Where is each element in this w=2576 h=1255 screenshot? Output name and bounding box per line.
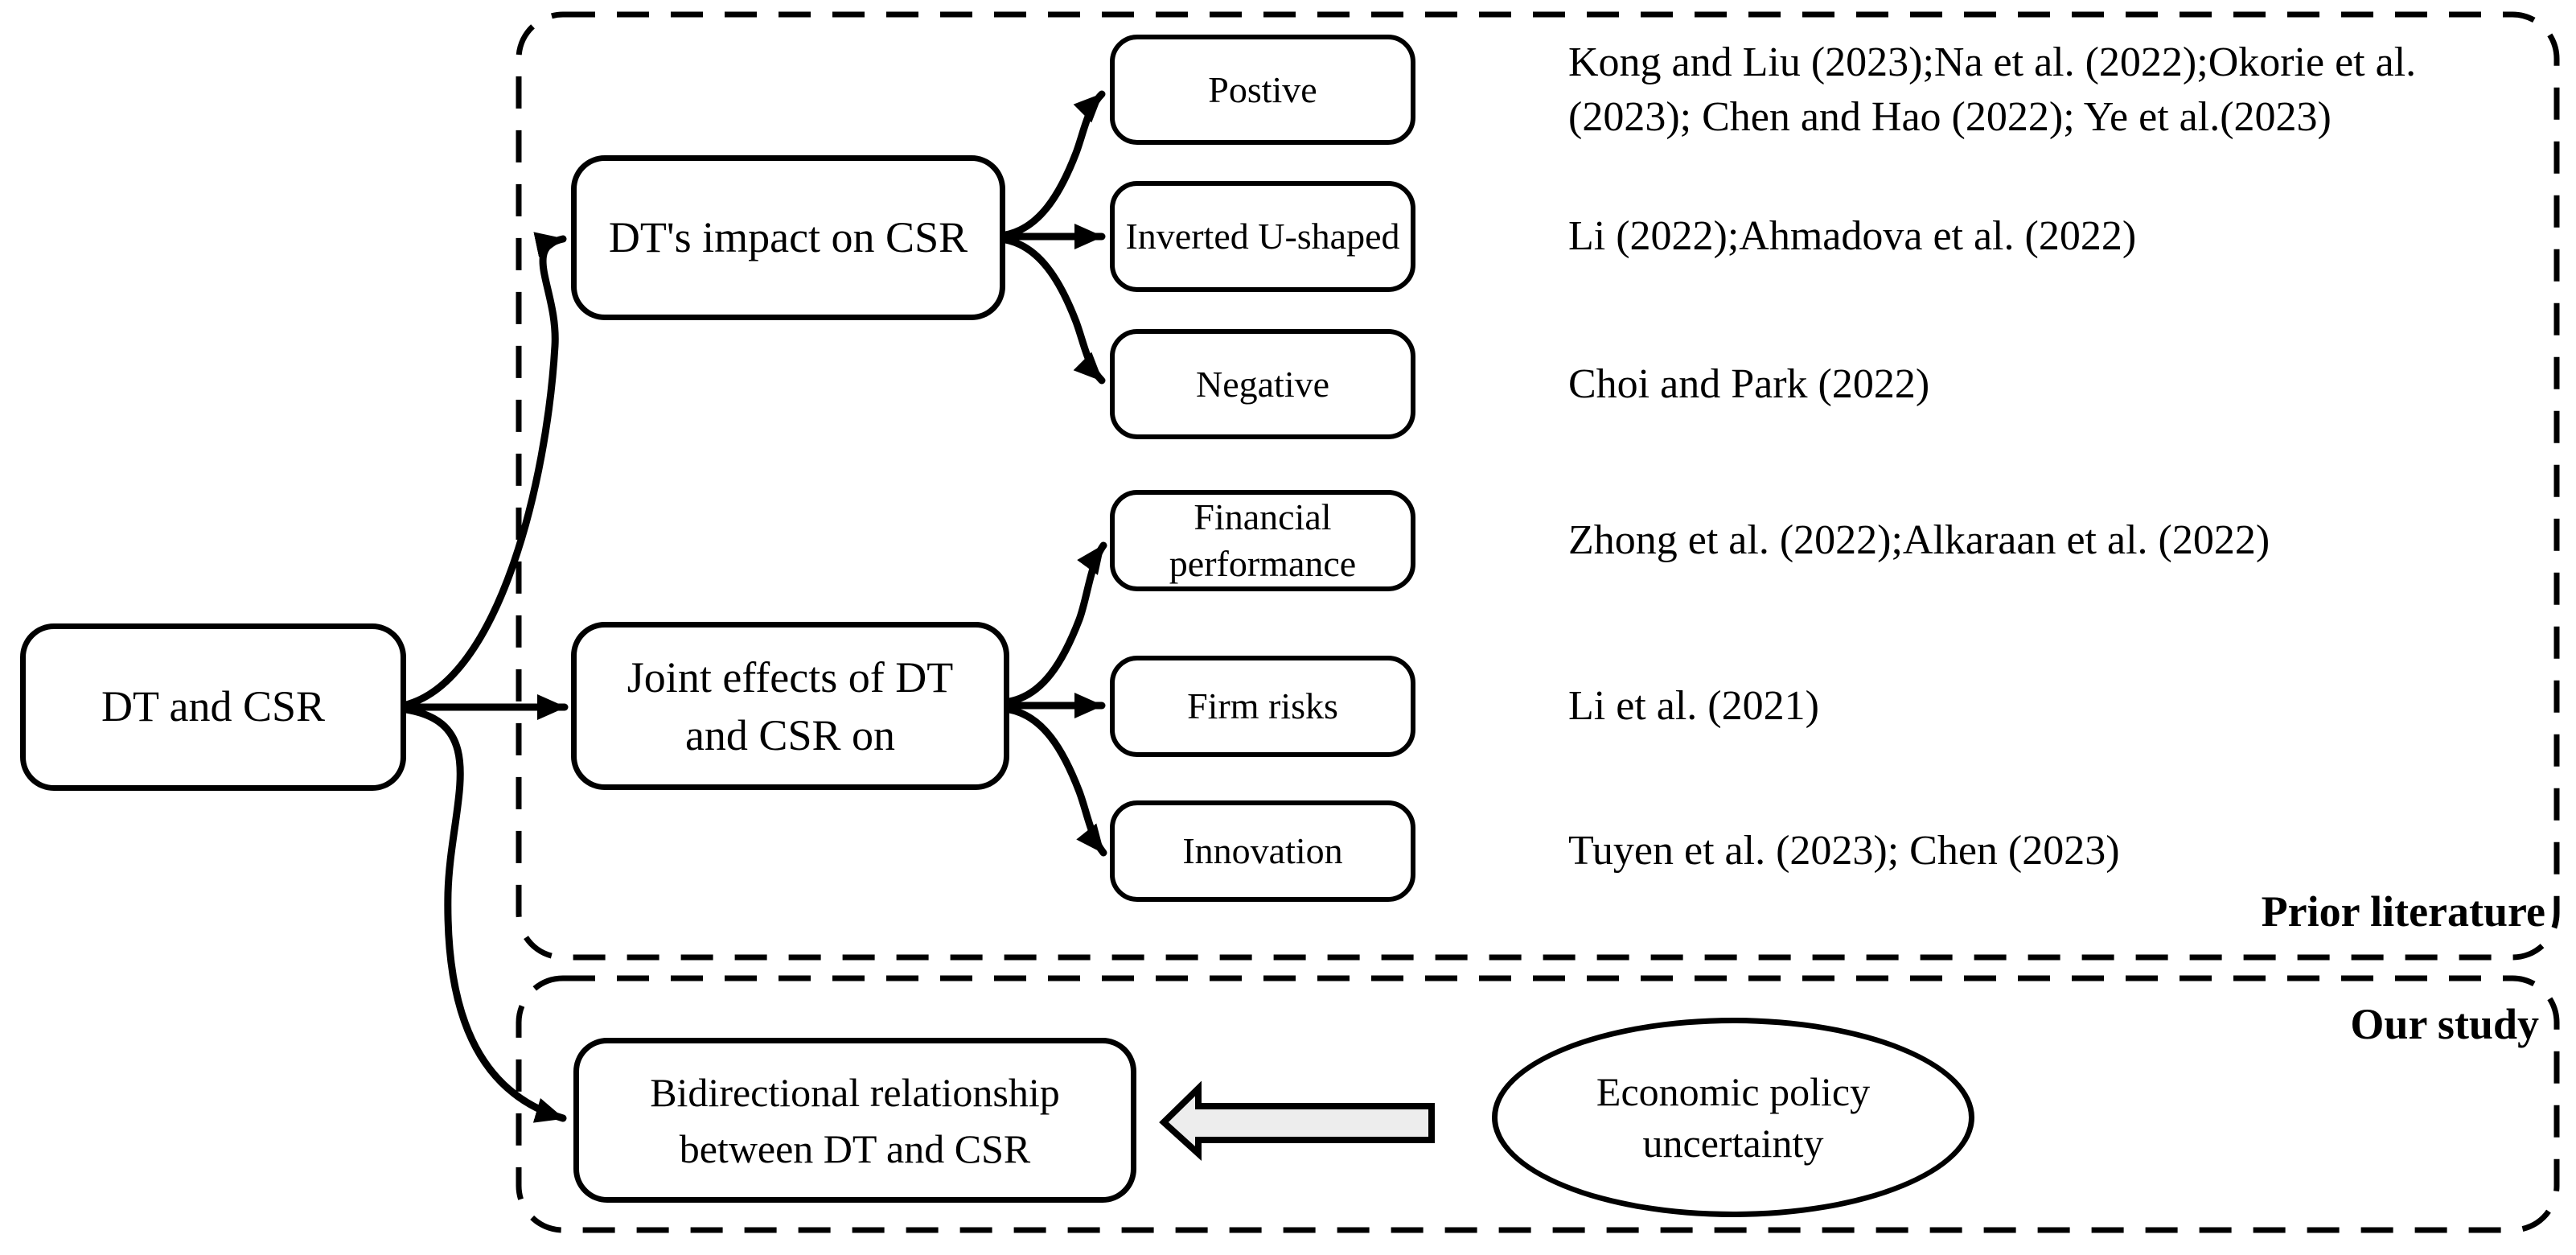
arrow-root-to-bidirectional xyxy=(402,706,567,1123)
citation-firm-risks: Li et al. (2021) xyxy=(1568,656,1819,757)
citation-positive-line1: Kong and Liu (2023);Na et al. (2022);Oko… xyxy=(1568,39,2417,85)
node-epu-line1: Economic policy xyxy=(1596,1069,1871,1114)
arrow-root-to-impact xyxy=(402,232,567,709)
citation-negative-line1: Choi and Park (2022) xyxy=(1568,360,1930,407)
citation-negative: Choi and Park (2022) xyxy=(1568,329,1929,439)
our-study-frame xyxy=(516,975,2560,1233)
node-negative-label: Negative xyxy=(1195,363,1330,405)
citation-positive-line2: (2023); Chen and Hao (2022); Ye et al.(2… xyxy=(1568,93,2332,140)
node-impact-on-csr: DT's impact on CSR xyxy=(571,155,1005,320)
node-bidirectional-line1: Bidirectional relationship xyxy=(650,1069,1060,1115)
node-dt-and-csr-label: DT and CSR xyxy=(101,682,326,731)
node-positive-label: Postive xyxy=(1208,68,1317,110)
citation-financial-line1: Zhong et al. (2022);Alkaraan et al. (202… xyxy=(1568,517,2270,563)
node-firm-risks: Firm risks xyxy=(1110,656,1415,757)
our-study-label: Our study xyxy=(2350,1000,2539,1048)
node-inverted-u-shaped-label: Inverted U-shaped xyxy=(1125,216,1400,257)
node-financial-performance-line1: Financial xyxy=(1194,496,1332,537)
node-joint-effects-label-line2: and CSR on xyxy=(684,710,896,759)
moderator-block-arrow xyxy=(1159,1080,1435,1162)
node-financial-performance-line2: performance xyxy=(1169,543,1357,584)
citation-positive: Kong and Liu (2023);Na et al. (2022);Oko… xyxy=(1568,28,2416,151)
prior-literature-label: Prior literature xyxy=(2261,887,2545,936)
node-bidirectional: Bidirectional relationship between DT an… xyxy=(573,1038,1136,1203)
citation-inverted: Li (2022);Ahmadova et al. (2022) xyxy=(1568,181,2136,292)
arrow-joint-to-financial xyxy=(1005,541,1107,706)
node-innovation: Innovation xyxy=(1110,800,1415,902)
citation-innovation-line1: Tuyen et al. (2023); Chen (2023) xyxy=(1568,828,2120,874)
arrow-impact-to-positive xyxy=(1001,90,1106,239)
node-firm-risks-label: Firm risks xyxy=(1187,685,1338,727)
arrow-joint-to-innovation xyxy=(1005,706,1107,857)
node-economic-policy-uncertainty: Economic policy uncertainty xyxy=(1492,1018,1974,1217)
node-joint-effects-label-line1: Joint effects of DT xyxy=(627,652,954,702)
node-epu-line2: uncertainty xyxy=(1642,1121,1824,1166)
node-joint-effects: Joint effects of DT and CSR on xyxy=(571,622,1009,790)
prior-literature-frame xyxy=(516,11,2560,961)
node-bidirectional-line2: between DT and CSR xyxy=(679,1125,1031,1171)
node-positive: Postive xyxy=(1110,35,1415,145)
node-innovation-label: Innovation xyxy=(1182,830,1343,872)
node-financial-performance: Financial performance xyxy=(1110,490,1415,591)
citation-inverted-line1: Li (2022);Ahmadova et al. (2022) xyxy=(1568,213,2137,259)
node-inverted-u-shaped: Inverted U-shaped xyxy=(1110,181,1415,292)
node-negative: Negative xyxy=(1110,329,1415,439)
node-impact-on-csr-label: DT's impact on CSR xyxy=(608,212,968,261)
citation-financial: Zhong et al. (2022);Alkaraan et al. (202… xyxy=(1568,490,2270,591)
citation-firm-risks-line1: Li et al. (2021) xyxy=(1568,683,1819,729)
citation-innovation: Tuyen et al. (2023); Chen (2023) xyxy=(1568,800,2120,902)
node-dt-and-csr: DT and CSR xyxy=(20,623,406,791)
arrow-impact-to-negative xyxy=(1001,236,1106,385)
